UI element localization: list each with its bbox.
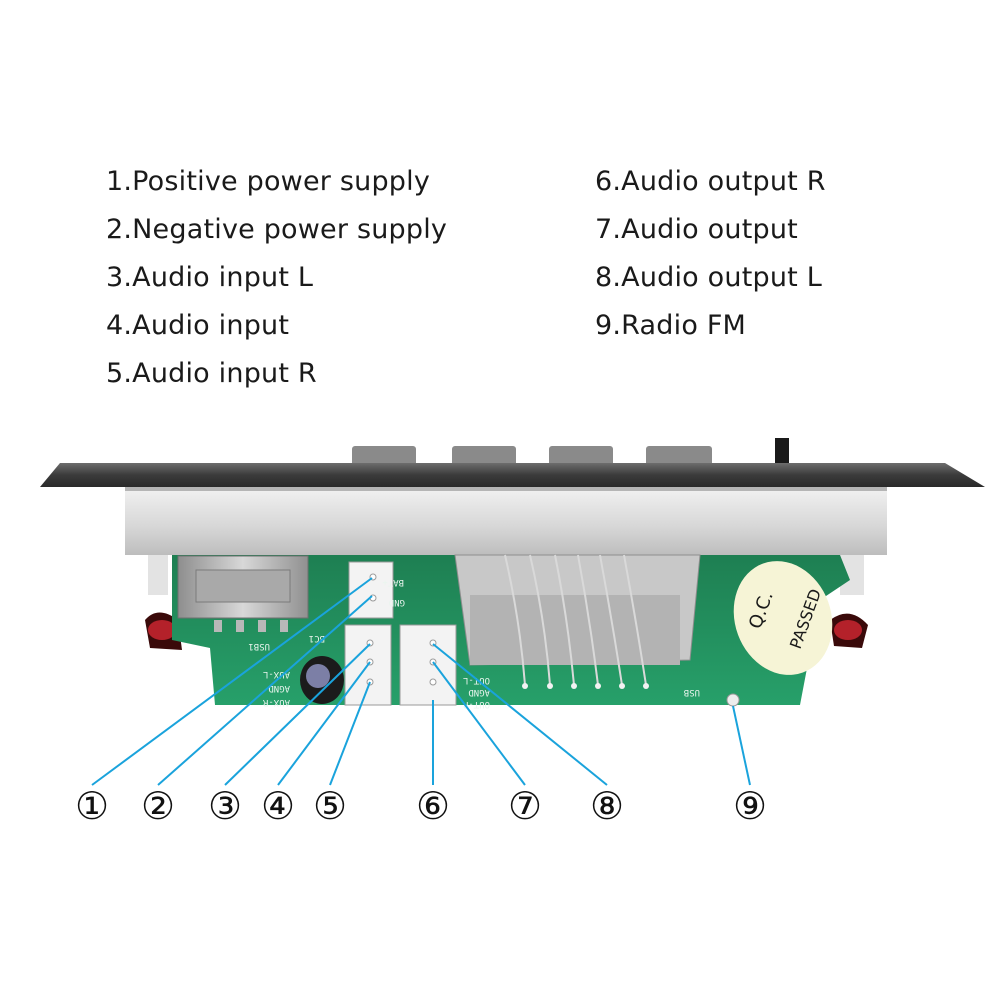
callout-3: ③ xyxy=(207,784,243,828)
callout-5: ⑤ xyxy=(312,784,348,828)
legend-item-3: 3.Audio input L xyxy=(106,262,314,293)
callout-9: ⑨ xyxy=(732,784,768,828)
callout-2: ② xyxy=(140,784,176,828)
callout-7: ⑦ xyxy=(507,784,543,828)
legend-item-2: 2.Negative power supply xyxy=(106,214,448,245)
callout-1: ① xyxy=(74,784,110,828)
label-agnd2: AGND xyxy=(468,687,490,697)
legend-item-6: 6.Audio output R xyxy=(595,166,826,197)
callout-8: ⑧ xyxy=(589,784,625,828)
sd-card-slot xyxy=(454,554,701,689)
legend-item-5: 5.Audio input R xyxy=(106,358,317,389)
callout-6: ⑥ xyxy=(415,784,451,828)
qc-sticker: Q.C. PASSED xyxy=(733,561,833,675)
legend-item-7: 7.Audio output xyxy=(595,214,798,245)
legend-item-8: 8.Audio output L xyxy=(595,262,822,293)
label-bc1: BC1 xyxy=(309,633,325,643)
label-agnd: AGND xyxy=(268,683,290,693)
legend-item-1: 1.Positive power supply xyxy=(106,166,430,197)
legend-item-4: 4.Audio input xyxy=(106,310,290,341)
label-outr: OUT-R xyxy=(462,699,490,709)
label-usb: USB xyxy=(684,687,700,697)
leader-lines xyxy=(91,577,751,786)
label-bat: BAT+ xyxy=(382,577,404,587)
front-buttons xyxy=(352,438,789,466)
callout-4: ④ xyxy=(260,784,296,828)
front-panel xyxy=(40,463,985,555)
capacitor xyxy=(300,656,344,704)
usb-port xyxy=(177,555,309,632)
legend-left-column: 1.Positive power supply 2.Negative power… xyxy=(106,158,447,398)
legend-item-9: 9.Radio FM xyxy=(595,310,747,341)
label-auxl: AUX-L xyxy=(263,669,290,679)
label-usb1: USB1 xyxy=(248,641,270,651)
label-gnd: GND xyxy=(389,597,405,607)
legend-right-column: 6.Audio output R 7.Audio output 8.Audio … xyxy=(595,158,826,350)
label-auxr: AUX-R xyxy=(262,697,290,707)
fm-antenna-pad xyxy=(726,693,740,707)
